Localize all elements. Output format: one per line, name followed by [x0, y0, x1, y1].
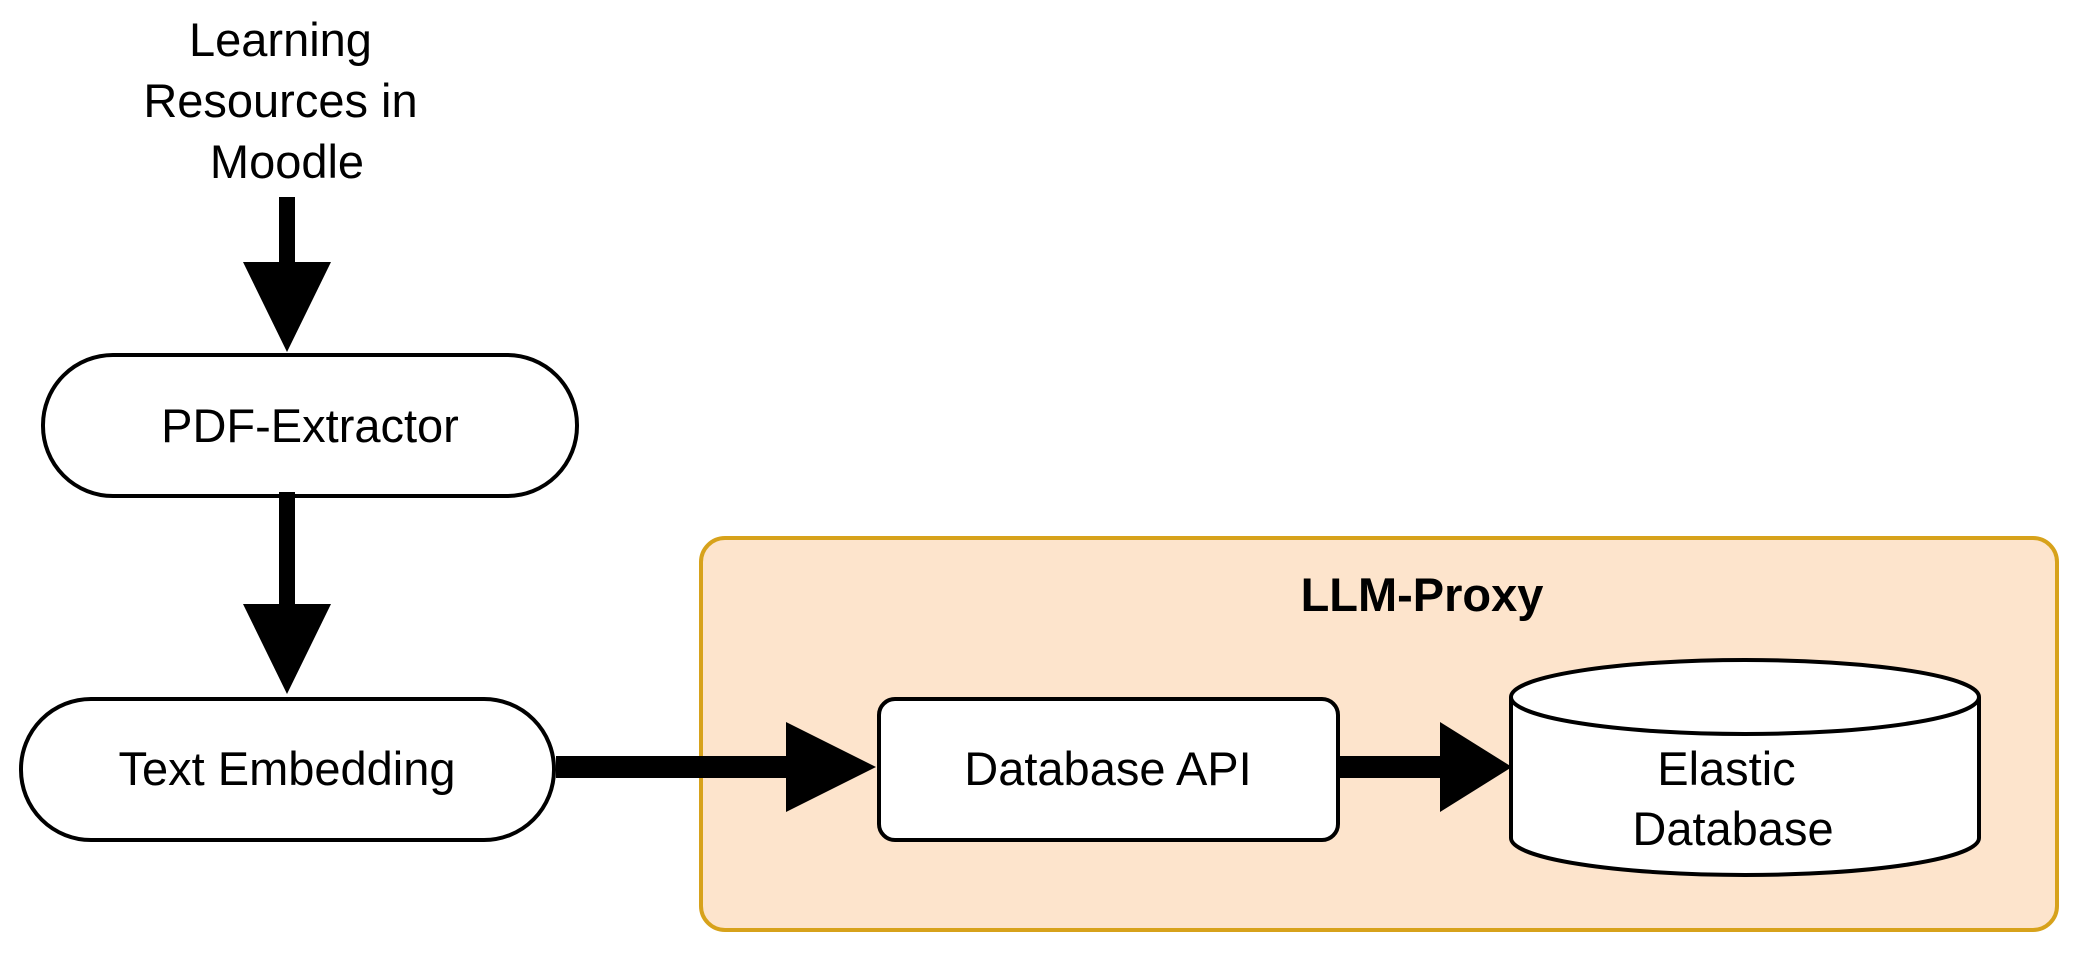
text-embedding-node: Text Embedding [19, 697, 556, 842]
database-api-label: Database API [964, 742, 1251, 795]
pdf-extractor-node: PDF-Extractor [41, 353, 579, 498]
arrow-source-to-pdf-extractor [243, 197, 331, 352]
elastic-database-label-line-2: Database [1632, 802, 1833, 855]
source-label-line-2: Resources in [143, 74, 417, 127]
elastic-database-label-line-1: Elastic [1657, 742, 1795, 795]
pdf-extractor-label: PDF-Extractor [161, 399, 459, 452]
source-label: Learning Resources in Moodle [143, 13, 430, 188]
text-embedding-label: Text Embedding [118, 742, 455, 795]
source-label-line-1: Learning [189, 13, 372, 66]
elastic-database-node: Elastic Database [1509, 658, 1981, 877]
source-label-line-3: Moodle [210, 135, 364, 188]
database-api-node: Database API [877, 697, 1340, 842]
arrow-pdf-extractor-to-text-embedding [243, 492, 331, 694]
arrow-database-api-to-elastic-database [1340, 722, 1512, 812]
arrow-text-embedding-to-database-api [556, 722, 876, 812]
elastic-database-label: Elastic Database [1632, 742, 1833, 855]
llm-proxy-title: LLM-Proxy [1301, 568, 1544, 621]
